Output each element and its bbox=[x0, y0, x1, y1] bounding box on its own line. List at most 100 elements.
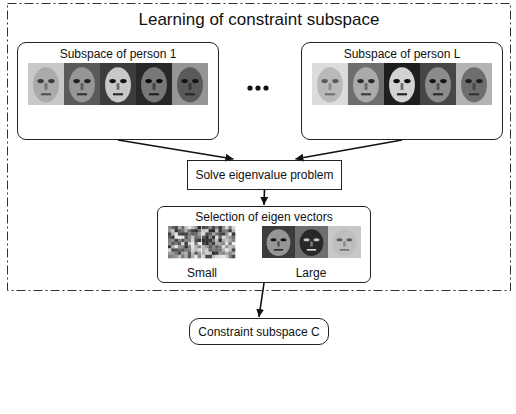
noise-pixel bbox=[178, 239, 182, 243]
noise-pixel bbox=[209, 232, 213, 236]
face-background bbox=[136, 63, 172, 105]
noise-pixel bbox=[228, 236, 232, 240]
face-eye bbox=[465, 79, 471, 83]
face-background bbox=[100, 63, 136, 105]
region-outline bbox=[7, 3, 511, 291]
face-head bbox=[141, 67, 167, 102]
face-nose bbox=[117, 83, 120, 90]
face-nose bbox=[401, 83, 404, 90]
noise-pixel bbox=[168, 232, 172, 236]
face-nose bbox=[153, 83, 156, 90]
noise-pixel bbox=[194, 252, 198, 256]
noise-pixel bbox=[205, 229, 209, 233]
face-nose bbox=[81, 83, 84, 90]
face-background bbox=[348, 63, 384, 105]
face-mouth bbox=[307, 249, 316, 251]
ellipsis-dot bbox=[247, 85, 252, 90]
noise-pixel bbox=[171, 232, 175, 236]
region-box: Learning of constraint subspaceSubspace … bbox=[7, 3, 511, 291]
noise-pixel bbox=[212, 236, 216, 240]
noise-pixel bbox=[205, 239, 209, 243]
noise-pixel bbox=[181, 229, 185, 233]
face-background bbox=[172, 63, 208, 105]
box-label: Constraint subspace C bbox=[198, 325, 319, 339]
face-eye bbox=[357, 79, 363, 83]
scale-label: Small bbox=[162, 266, 242, 280]
noise-pixel bbox=[222, 239, 226, 243]
noise-pixel bbox=[219, 252, 223, 256]
noise-pixel bbox=[185, 252, 189, 256]
face-head bbox=[353, 67, 379, 102]
noise-pixel bbox=[225, 242, 229, 246]
noise-pixel bbox=[205, 245, 209, 249]
face-nose bbox=[365, 83, 368, 90]
noise-pixel bbox=[175, 236, 179, 240]
noise-pixel bbox=[168, 229, 172, 233]
face-image bbox=[328, 226, 361, 258]
face-mouth bbox=[433, 93, 443, 95]
face-background bbox=[384, 63, 420, 105]
noise-pixel bbox=[232, 232, 236, 236]
noise-pixel bbox=[178, 255, 182, 258]
noise-pixel bbox=[215, 229, 219, 233]
noise-pixel bbox=[225, 239, 229, 243]
scale-label: Large bbox=[256, 266, 366, 280]
noise-pixel bbox=[209, 252, 213, 256]
face-head bbox=[300, 229, 324, 256]
noise-pixel bbox=[175, 232, 179, 236]
noise-pixel bbox=[202, 255, 206, 258]
noise-pixel bbox=[212, 252, 216, 256]
noise-pixel bbox=[171, 229, 175, 233]
face-image bbox=[100, 63, 136, 105]
noise-pixel bbox=[175, 245, 179, 249]
face-head bbox=[333, 229, 357, 256]
noise-pixel bbox=[219, 245, 223, 249]
noise-pixel bbox=[209, 239, 213, 243]
noise-pixel bbox=[232, 229, 236, 233]
noise-pixel bbox=[202, 248, 206, 252]
noise-pixel bbox=[194, 239, 198, 243]
noise-pixel bbox=[225, 252, 229, 256]
noise-pixel bbox=[168, 248, 172, 252]
noise-pixel bbox=[222, 242, 226, 246]
noise-pixel bbox=[188, 236, 192, 240]
noise-pixel bbox=[209, 242, 213, 246]
noise-pixel bbox=[225, 236, 229, 240]
face-mouth bbox=[325, 93, 335, 95]
face-image bbox=[172, 63, 208, 105]
noise-pixel bbox=[175, 242, 179, 246]
noise-pixel bbox=[188, 252, 192, 256]
noise-pixel bbox=[219, 229, 223, 233]
noise-pixel bbox=[175, 239, 179, 243]
face-eye bbox=[313, 238, 319, 241]
noise-pixel bbox=[225, 232, 229, 236]
noise-pixel bbox=[171, 245, 175, 249]
noise-pixel bbox=[232, 245, 236, 249]
face-eye bbox=[368, 79, 374, 83]
noise-pixel bbox=[215, 252, 219, 256]
face-image bbox=[456, 63, 492, 105]
face-mouth bbox=[149, 93, 159, 95]
noise-pixel bbox=[228, 229, 232, 233]
selection-box: Selection of eigen vectorsSmallLarge bbox=[157, 206, 371, 283]
face-nose bbox=[189, 83, 192, 90]
face-eye bbox=[332, 79, 338, 83]
face-eye bbox=[109, 79, 115, 83]
noise-pixel bbox=[228, 242, 232, 246]
face-image bbox=[262, 226, 295, 258]
noise-pixel bbox=[185, 239, 189, 243]
noise-pixel bbox=[198, 226, 202, 230]
noise-pixel bbox=[212, 255, 216, 258]
noise-pixel bbox=[215, 245, 219, 249]
noise-pixel bbox=[191, 239, 195, 243]
noise-pixel bbox=[228, 245, 232, 249]
face-head bbox=[267, 229, 291, 256]
noise-pixel bbox=[175, 226, 179, 230]
noise-pixel bbox=[168, 252, 172, 256]
noise-pixel bbox=[185, 226, 189, 230]
face-eye bbox=[181, 79, 187, 83]
noise-pixel bbox=[175, 248, 179, 252]
noise-pixel bbox=[198, 245, 202, 249]
